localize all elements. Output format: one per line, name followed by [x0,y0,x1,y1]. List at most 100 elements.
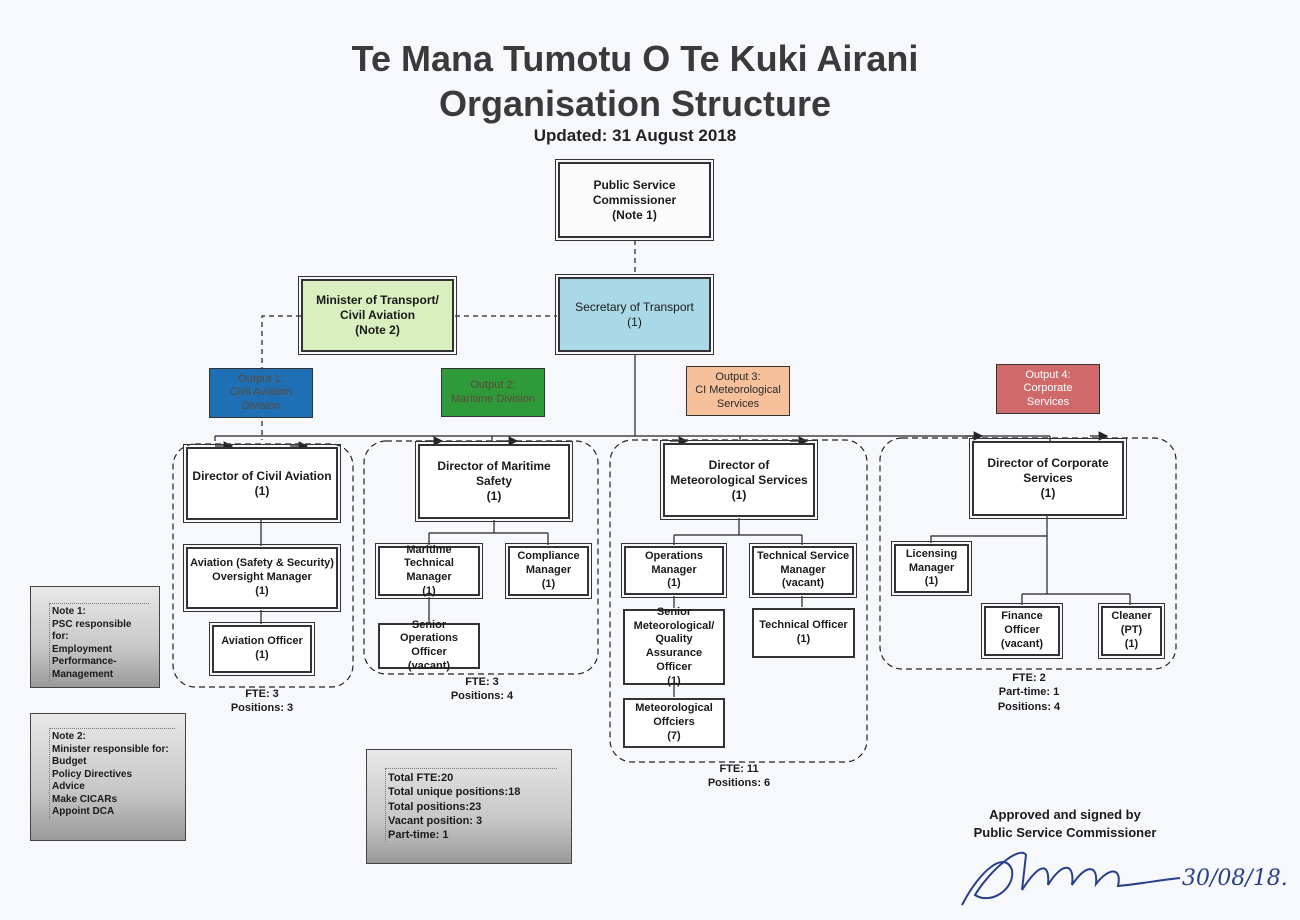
director-maritime-box: Director of Maritime Safety (1) [415,441,573,522]
tech-officer-line-1: Technical Officer [759,619,848,632]
output-3-line-1: Output 3: [715,371,761,384]
summary-line-2: Total unique positions:18 [388,786,521,799]
compliance-line-3: (1) [541,577,556,590]
senior-ops-line-3: (vacant) [407,659,451,672]
maritime-technical-line-2: Manager [406,571,452,583]
corporate-group-outline [879,437,1177,670]
aviation-officer-line-2: (1) [255,649,269,661]
output-4-line-1: Output 4: [1025,369,1071,382]
tech-service-line-1: Technical Service [756,549,850,562]
minister-box: Minister of Transport/ Civil Aviation (N… [298,276,457,355]
licensing-line-3: (1) [924,575,939,588]
maritime-technical-line-1: Maritime Technical [404,543,454,570]
director-met-box: Director of Meteorological Services (1) [660,440,818,520]
director-maritime-line-2: Safety [475,474,513,488]
maritime-fte-line-2: Positions: 4 [450,690,514,703]
met-officers-line-3: (7) [667,729,681,742]
secretary-line-1: Secretary of Transport [575,299,694,314]
approval-text: Approved and signed by Public Service Co… [950,806,1180,841]
signature-scribble [961,851,1181,906]
corporate-fte: FTE: 2 Part-time: 1 Positions: 4 [979,671,1079,714]
director-met-line-2: Meteorological Services [670,472,808,487]
finance-line-3: (vacant) [1000,637,1044,650]
civil-fte-line-1: FTE: 3 [245,688,279,700]
note-1-line-1: Note 1: [52,606,86,617]
summary-line-5: Part-time: 1 [388,829,449,842]
summary-box: Total FTE:20 Total unique positions:18 T… [366,749,572,864]
psc-line-2: Commissioner [592,192,677,207]
psc-line-3: (Note 1) [612,207,657,222]
note-2-line-2: Minister responsible for: [52,743,169,755]
output-3-line-2: CI Meteorological [695,384,781,397]
cleaner-box: Cleaner (PT) (1) [1098,603,1165,659]
senior-met-line-4: Officer [656,660,692,673]
technical-officer-box: Technical Officer (1) [752,608,855,658]
licensing-line-1: Licensing [905,547,958,560]
signature-date: 30/08/18. [1182,866,1288,891]
operations-line-3: (1) [667,577,681,590]
maritime-group-outline [363,440,599,675]
output-2-line-1: Output 2: [470,379,516,392]
licensing-line-2: Manager [908,561,955,574]
civil-aviation-group-outline [172,443,354,688]
oversight-line-2: Oversight Manager [212,571,312,584]
aviation-officer-box: Aviation Officer (1) [209,622,315,676]
finance-officer-box: Finance Officer (vacant) [981,603,1063,659]
director-met-line-1: Director of [708,457,770,472]
senior-met-officer-box: Senior Meteorological/ Quality Assurance… [623,606,725,687]
director-met-line-3: (1) [731,487,747,502]
note-2-line-7: Appoint DCA [52,806,115,817]
director-corporate-line-2: Services [1023,471,1073,485]
senior-met-line-5: (1) [667,674,681,687]
compliance-line-1: Compliance [517,550,580,563]
secretary-line-2: (1) [627,314,642,329]
note-1-line-4: Performance- [52,656,117,667]
tech-service-line-2: Manager [780,563,826,576]
met-officers-line-2: Offciers [653,716,695,729]
updated-date: Updated: 31 August 2018 [533,126,737,145]
director-civil-aviation-box: Director of Civil Aviation (1) [183,444,341,523]
summary-line-3: Total positions:23 [388,800,482,813]
cleaner-line-2: (PT) [1120,624,1143,637]
psc-line-1: Public Service [593,177,676,192]
operations-line-1: Operations [644,549,704,562]
aviation-officer-line-1: Aviation Officer [221,635,303,648]
oversight-line-3: (1) [255,584,269,597]
senior-ops-line-1: Senior Operations [399,618,459,645]
operations-line-2: Manager [651,563,697,576]
minister-line-2: Civil Aviation [339,308,416,322]
output-1-line-2: Civil Aviation [229,386,293,399]
senior-operations-officer-box: Senior Operations Officer (vacant) [378,619,480,672]
note-2-line-4: Policy Directives [52,768,133,780]
maritime-technical-manager-box: Maritime Technical Manager (1) [375,543,483,599]
output-3-line-3: Services [716,397,760,410]
note-1-line-2: PSC responsible for: [52,618,132,643]
operations-manager-box: Operations Manager (1) [621,543,727,598]
cleaner-line-1: Cleaner [1111,610,1152,623]
finance-line-1: Finance [1001,610,1043,623]
output-1-box: Output 1: Civil Aviation Division [209,368,313,418]
oversight-line-1: Aviation (Safety & Security) [190,557,334,570]
psc-box: Public Service Commissioner (Note 1) [555,159,714,241]
output-2-line-2: Maritime Division [451,392,535,405]
tech-officer-line-2: (1) [796,633,811,645]
note-2-line-5: Advice [52,781,85,792]
note-2-line-1: Note 2: [52,731,86,742]
page-subtitle: Organisation Structure [438,83,832,124]
output-4-line-3: Services [1026,395,1070,408]
tech-service-line-3: (vacant) [781,577,825,590]
summary-line-4: Vacant position: 3 [388,814,483,827]
approval-line-2: Public Service Commissioner [973,824,1157,840]
director-maritime-line-3: (1) [486,489,502,503]
director-civil-line-2: (1) [254,483,270,498]
corporate-fte-line-1: FTE: 2 [1012,672,1046,684]
director-civil-line-1: Director of Civil Aviation [192,468,332,483]
corporate-fte-line-3: Positions: 4 [997,700,1061,713]
finance-line-2: Officer [1004,624,1040,637]
met-officers-line-1: Meteorological [635,702,713,715]
output-4-line-2: Corporate [1023,382,1073,395]
output-2-box: Output 2: Maritime Division [441,368,545,417]
met-officers-box: Meteorological Offciers (7) [623,698,725,748]
note-1-line-3: Employment [52,643,113,655]
